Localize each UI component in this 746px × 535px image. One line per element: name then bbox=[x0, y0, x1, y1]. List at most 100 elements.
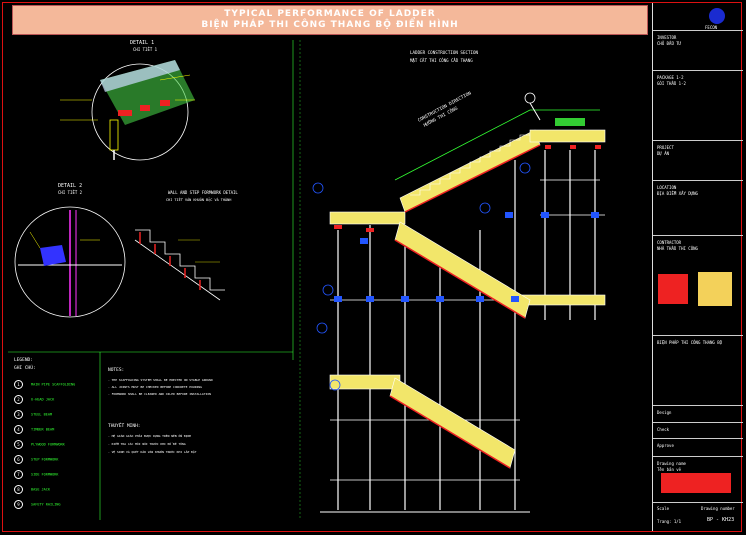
drawing-number: BP - KH23 bbox=[707, 517, 735, 523]
detail-2-subtitle: CHI TIẾT 2 bbox=[58, 190, 83, 195]
detail-1-subtitle: CHI TIẾT 1 bbox=[133, 47, 158, 52]
legend-text: STEEL BEAM bbox=[31, 412, 53, 417]
notes-title: NOTES: bbox=[108, 368, 125, 373]
project-label: PROJECT bbox=[657, 145, 674, 150]
package-cell: PACKAGE 1-2 GÓI THẦU 1-2 bbox=[653, 71, 743, 141]
package-label-vn: GÓI THẦU 1-2 bbox=[657, 81, 686, 86]
legend-text: TIMBER BEAM bbox=[31, 427, 55, 432]
design-cell: Design bbox=[653, 406, 743, 423]
approve-cell: Approve bbox=[653, 439, 743, 457]
middle-flight-slab bbox=[394, 221, 531, 319]
legend-text: U-HEAD JACK bbox=[31, 397, 55, 402]
upper-flight-slab bbox=[399, 129, 541, 213]
drawing-name-label: Drawing name bbox=[657, 461, 686, 466]
detail-1-title: DETAIL 1 bbox=[130, 40, 155, 46]
legend-item: 6 STEP FORMWORK bbox=[14, 455, 58, 464]
section-subtitle: MẶT CẮT THI CÔNG CẦU THANG bbox=[410, 58, 473, 63]
u-head-jacks bbox=[334, 145, 601, 232]
legend-text: BASE JACK bbox=[31, 487, 50, 492]
scaffold-verticals bbox=[337, 150, 596, 510]
contractor-cell: CONTRACTOR NHÀ THẦU THI CÔNG bbox=[653, 236, 743, 336]
drawing-name-cell: Drawing name Tên bản vẽ bbox=[653, 457, 743, 503]
legend-item: 5 PLYWOOD FORMWORK bbox=[14, 440, 65, 449]
legend-subtitle: GHI CHÚ: bbox=[14, 366, 36, 371]
legend-number: 5 bbox=[14, 440, 23, 449]
legend-number: 9 bbox=[14, 500, 23, 509]
investor-label: INVESTOR bbox=[657, 35, 677, 40]
legend-title: LEGEND: bbox=[14, 358, 33, 363]
wall-step-subtitle: CHI TIẾT VÁN KHUÔN BẬC VÀ THÀNH bbox=[166, 198, 232, 202]
drawing-name-label-vn: Tên bản vẽ bbox=[657, 467, 682, 472]
contractor-label-vn: NHÀ THẦU THI CÔNG bbox=[657, 246, 698, 251]
title-banner: TYPICAL PERFORMANCE OF LADDER BIỆN PHÁP … bbox=[12, 5, 648, 35]
legend-text: SIDE FORMWORK bbox=[31, 472, 59, 477]
title-block: FECON INVESTOR CHỦ ĐẦU TƯ PACKAGE 1-2 GÓ… bbox=[652, 3, 743, 531]
top-landing bbox=[529, 129, 606, 143]
legend-text: PLYWOOD FORMWORK bbox=[31, 442, 65, 447]
logo-cell: FECON bbox=[653, 3, 743, 31]
legend-number: 6 bbox=[14, 455, 23, 464]
legend-number: 3 bbox=[14, 410, 23, 419]
check-cell: Check bbox=[653, 423, 743, 439]
legend-item: 8 BASE JACK bbox=[14, 485, 50, 494]
upper-steps bbox=[410, 134, 530, 196]
notes-vn-title: THUYẾT MINH: bbox=[108, 424, 141, 429]
drawing-number-label: Drawing number bbox=[701, 506, 735, 511]
contractor-logo-a-icon bbox=[658, 274, 688, 304]
legend-number: 8 bbox=[14, 485, 23, 494]
approve-label: Approve bbox=[657, 443, 674, 448]
location-label: LOCATION bbox=[657, 185, 677, 190]
drawing-title-cell: BIỆN PHÁP THI CÔNG THANG BỘ bbox=[653, 336, 743, 406]
legend-number: 2 bbox=[14, 395, 23, 404]
step-formwork-drawing bbox=[134, 229, 225, 301]
mid-landing-left bbox=[329, 211, 406, 225]
title-vietnamese: BIỆN PHÁP THI CÔNG THANG BỘ ĐIỂN HÌNH bbox=[201, 20, 459, 30]
drawing-title: BIỆN PHÁP THI CÔNG THANG BỘ bbox=[657, 340, 723, 345]
project-label-vn: DỰ ÁN bbox=[657, 151, 670, 156]
contractor-logo-b-icon bbox=[698, 272, 732, 306]
note-line: - THE SCAFFOLDING SYSTEM SHALL BE ERECTE… bbox=[108, 378, 213, 382]
note-line-vn: - HỆ GIÀN GIÁO PHẢI ĐƯỢC DỰNG TRÊN NỀN Ổ… bbox=[108, 434, 192, 438]
doc-page-label: Trang: 1/1 bbox=[657, 519, 682, 524]
package-label: PACKAGE 1-2 bbox=[657, 75, 684, 80]
check-label: Check bbox=[657, 427, 670, 432]
legend-text: MAIN PIPE SCAFFOLDING bbox=[31, 382, 76, 387]
legend-text: SAFETY RAILING bbox=[31, 502, 61, 507]
project-cell: PROJECT DỰ ÁN bbox=[653, 141, 743, 181]
title-english: TYPICAL PERFORMANCE OF LADDER bbox=[224, 9, 436, 19]
location-cell: LOCATION ĐỊA ĐIỂM XÂY DỰNG bbox=[653, 181, 743, 236]
note-line: - FORMWORK SHALL BE CLEANED AND OILED BE… bbox=[108, 392, 211, 396]
legend-number: 7 bbox=[14, 470, 23, 479]
note-line-vn: - KIỂM TRA CÁC MỐI NỐI TRƯỚC KHI ĐỔ BÊ T… bbox=[108, 442, 186, 446]
location-label-vn: ĐỊA ĐIỂM XÂY DỰNG bbox=[657, 191, 698, 196]
contractor-label: CONTRACTOR bbox=[657, 240, 682, 245]
legend-text: STEP FORMWORK bbox=[31, 457, 59, 462]
legend-item: 9 SAFETY RAILING bbox=[14, 500, 61, 509]
drawing-canvas bbox=[8, 40, 606, 520]
detail-1-drawing bbox=[60, 60, 195, 161]
lower-flight-slab bbox=[389, 377, 516, 469]
legend-item: 2 U-HEAD JACK bbox=[14, 395, 54, 404]
scale-label: Scale bbox=[657, 506, 670, 511]
legend-number: 1 bbox=[14, 380, 23, 389]
note-line-vn: - VỆ SINH VÀ QUÉT DẦU VÁN KHUÔN TRƯỚC KH… bbox=[108, 450, 197, 454]
investor-label-vn: CHỦ ĐẦU TƯ bbox=[657, 41, 682, 46]
drawing-number-cell: Scale Drawing number Trang: 1/1 BP - KH2… bbox=[653, 503, 743, 531]
callout-bubbles bbox=[312, 162, 531, 391]
worker-figure bbox=[524, 92, 585, 126]
company-logo-icon bbox=[709, 8, 725, 24]
scaffold-clamps bbox=[334, 212, 599, 302]
lower-landing bbox=[329, 374, 401, 390]
detail-2-drawing bbox=[14, 206, 126, 318]
section-title: LADDER CONSTRUCTION SECTION bbox=[410, 50, 479, 55]
detail-2-title: DETAIL 2 bbox=[58, 183, 83, 189]
drawing-name-highlight bbox=[661, 473, 731, 493]
design-label: Design bbox=[657, 410, 672, 415]
legend-item: 3 STEEL BEAM bbox=[14, 410, 52, 419]
legend-item: 1 MAIN PIPE SCAFFOLDING bbox=[14, 380, 75, 389]
note-line: - ALL JOINTS MUST BE CHECKED BEFORE CONC… bbox=[108, 385, 202, 389]
investor-cell: INVESTOR CHỦ ĐẦU TƯ bbox=[653, 31, 743, 71]
company-logo-text: FECON bbox=[705, 25, 718, 30]
